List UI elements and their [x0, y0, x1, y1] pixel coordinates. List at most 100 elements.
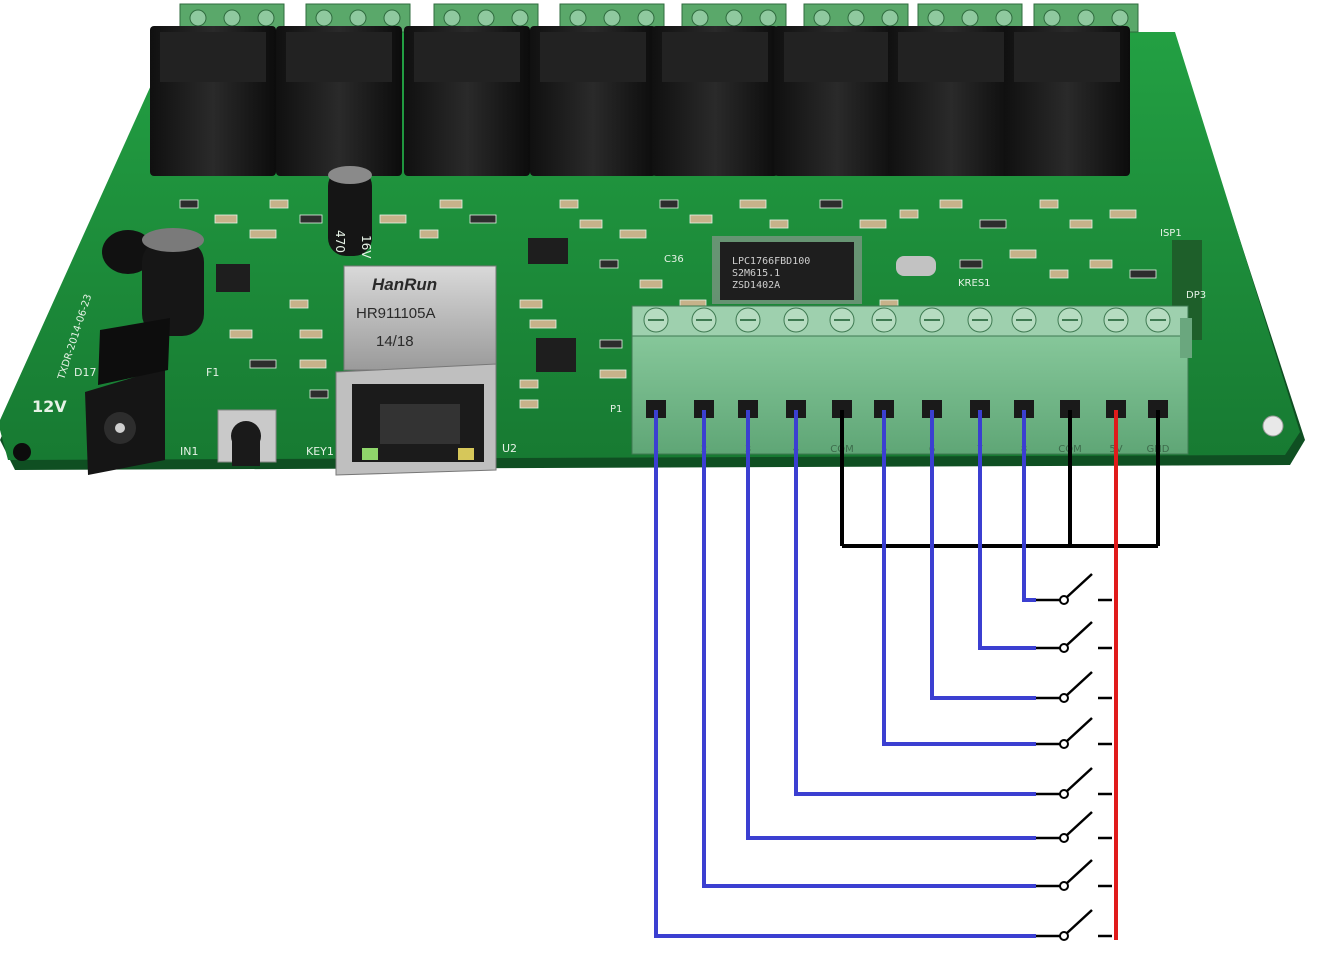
smd-part — [819, 199, 843, 209]
capacitor — [142, 240, 204, 336]
terminal-screw[interactable] — [995, 9, 1013, 27]
switch-bank — [1036, 573, 1112, 941]
terminal-screw[interactable] — [315, 9, 333, 27]
ethernet-part: HR911105A — [356, 305, 436, 322]
switch-lever[interactable] — [1066, 767, 1093, 792]
smd-part — [959, 259, 983, 269]
terminal-clamp — [922, 400, 942, 418]
relay-top — [784, 32, 890, 82]
relay-top — [540, 32, 646, 82]
u2-label: U2 — [502, 442, 517, 455]
smd-part — [299, 359, 327, 369]
terminal-screw[interactable] — [383, 9, 401, 27]
terminal-clamp — [970, 400, 990, 418]
smd-part — [379, 214, 407, 224]
electrolytic-capacitors: 16V 470 — [102, 166, 373, 336]
smd-part — [1009, 249, 1037, 259]
reset-button[interactable]: KEY1 — [217, 409, 334, 466]
relay-top — [898, 32, 1004, 82]
mounting-hole — [1262, 415, 1284, 437]
key-label: KEY1 — [306, 445, 334, 458]
switch-lever[interactable] — [1066, 717, 1093, 742]
wiring — [654, 410, 1160, 940]
terminal-screw[interactable] — [927, 9, 945, 27]
terminal-screw[interactable] — [189, 9, 207, 27]
ethernet-jack[interactable]: HanRun HR911105A 14/18 U2 — [335, 265, 517, 476]
input-wire — [1022, 410, 1036, 602]
terminal-screw[interactable] — [759, 9, 777, 27]
relay-top — [662, 32, 768, 82]
switch-lever[interactable] — [1066, 621, 1093, 646]
smd-part — [579, 219, 603, 229]
smd-part — [419, 229, 439, 239]
switch-lever[interactable] — [1066, 573, 1093, 598]
smd-part — [689, 214, 713, 224]
terminal-screw[interactable] — [349, 9, 367, 27]
terminal-screw[interactable] — [637, 9, 655, 27]
ethernet-brand: HanRun — [372, 275, 437, 294]
terminal-screw[interactable] — [603, 9, 621, 27]
switch-lever[interactable] — [1066, 909, 1093, 934]
terminal-screw[interactable] — [223, 9, 241, 27]
terminal-screw[interactable] — [1043, 9, 1061, 27]
smd-part — [769, 219, 789, 229]
smd-part — [299, 214, 323, 224]
terminal-clamp — [832, 400, 852, 418]
kres-label: KRES1 — [958, 278, 991, 289]
c36-label: C36 — [664, 254, 684, 265]
terminal-screw[interactable] — [511, 9, 529, 27]
terminal-screw[interactable] — [847, 9, 865, 27]
terminal-screw[interactable] — [257, 9, 275, 27]
switch-pivot — [1059, 643, 1069, 653]
smd-part — [529, 319, 557, 329]
relay-bank — [150, 3, 1139, 176]
terminal-screw[interactable] — [691, 9, 709, 27]
terminal-screw[interactable] — [569, 9, 587, 27]
switch-pivot — [1059, 881, 1069, 891]
relay-top — [160, 32, 266, 82]
input-label: IN1 — [180, 445, 198, 458]
mounting-hole — [13, 443, 31, 461]
smd-part — [269, 199, 289, 209]
screw-terminal-block: P1 1234COM5678COM5VGND — [610, 305, 1192, 455]
switch-lever[interactable] — [1066, 859, 1093, 884]
capacitor — [102, 230, 154, 274]
smd-part — [1109, 209, 1137, 219]
terminal-screw[interactable] — [443, 9, 461, 27]
terminal-screw[interactable] — [1111, 9, 1129, 27]
terminal-screw[interactable] — [881, 9, 899, 27]
smd-part — [599, 259, 619, 269]
smd-part — [639, 279, 663, 289]
input-wire — [978, 410, 1036, 650]
input-wire — [746, 410, 1036, 840]
smd-part — [1089, 259, 1113, 269]
terminal-clamp — [786, 400, 806, 418]
smd-part — [249, 359, 277, 369]
input-wire — [930, 410, 1036, 700]
smd-part — [309, 389, 329, 399]
smd-part — [179, 199, 199, 209]
terminal-screw[interactable] — [813, 9, 831, 27]
smd-part — [659, 199, 679, 209]
smd-part — [1129, 269, 1157, 279]
switch-pivot — [1059, 739, 1069, 749]
terminal-screw[interactable] — [477, 9, 495, 27]
relay-top — [1014, 32, 1120, 82]
switch-lever[interactable] — [1066, 671, 1093, 696]
smd-part — [559, 199, 579, 209]
microcontroller: LPC1766FBD100 S2M615.1 ZSD1402A C36 KRES… — [216, 236, 991, 372]
smd-part — [599, 369, 627, 379]
switch-lever[interactable] — [1066, 811, 1093, 836]
terminal-screw[interactable] — [961, 9, 979, 27]
smd-part — [739, 199, 767, 209]
terminal-screw[interactable] — [725, 9, 743, 27]
terminal-screw[interactable] — [1077, 9, 1095, 27]
d17-label: D17 — [74, 366, 96, 379]
isp-label: ISP1 — [1160, 228, 1182, 239]
smd-part — [299, 329, 323, 339]
input-wire — [654, 410, 1036, 938]
smd-components — [179, 199, 1157, 409]
relay-top — [414, 32, 520, 82]
